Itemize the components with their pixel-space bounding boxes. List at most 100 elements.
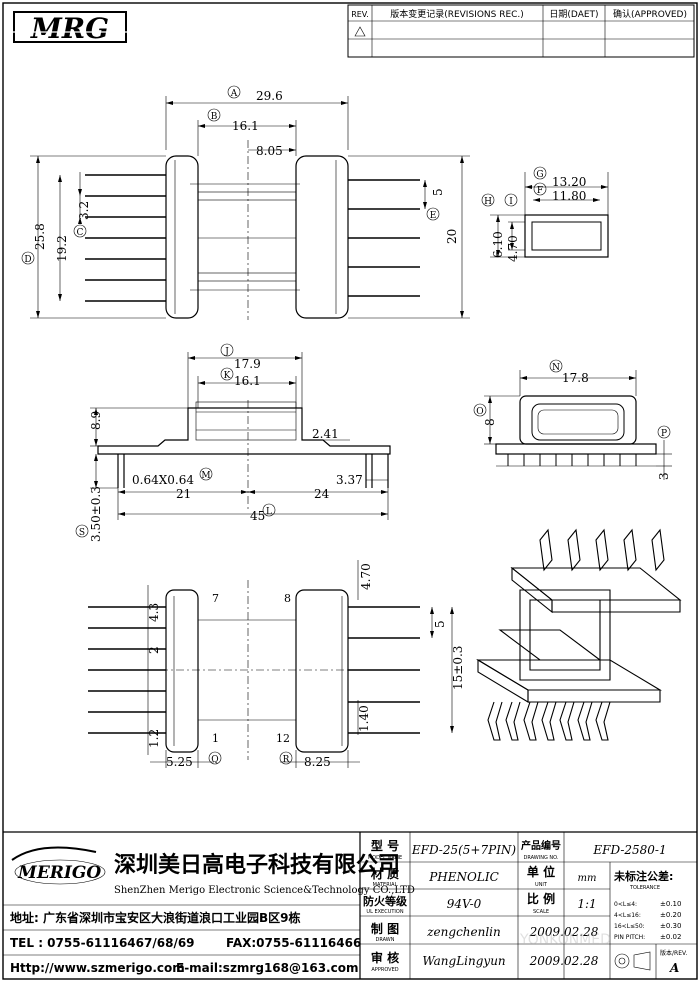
approved-label: 确认(APPROVED) xyxy=(613,8,687,20)
title-block: MERIGO 深圳美日高电子科技有限公司 ShenZhen Merigo Ele… xyxy=(3,831,697,979)
dim-24: 24 xyxy=(314,487,330,501)
dim-5-25: 5.25 xyxy=(166,755,193,769)
tolerance-range-2: 4<L≤16: xyxy=(614,912,641,919)
label-J: J xyxy=(224,347,229,357)
dim-4-70: 4.70 xyxy=(506,235,520,262)
label-O: O xyxy=(476,407,483,417)
revision-value: A xyxy=(669,961,679,975)
dim-5: 5 xyxy=(431,188,445,196)
dim-1-2: 1.2 xyxy=(147,729,161,748)
label-B: B xyxy=(211,112,218,122)
rev-label: REV. xyxy=(351,10,369,19)
company-address: 地址: 广东省深圳市宝安区大浪街道浪口工业园B区9栋 xyxy=(10,910,300,925)
watermark: YONKONMED xyxy=(519,932,611,948)
dim-5b: 5 xyxy=(433,620,447,628)
label-G: G xyxy=(536,170,543,180)
model-label-en: MODEL NAME xyxy=(368,855,402,861)
dim-0-64x0-64: 0.64X0.64 xyxy=(132,473,194,487)
dim-15: 15±0.3 xyxy=(451,646,465,690)
isometric-view xyxy=(476,528,682,741)
label-L: L xyxy=(266,507,272,517)
dim-20: 20 xyxy=(445,229,459,244)
dim-11-80: 11.80 xyxy=(552,189,586,203)
label-P: P xyxy=(661,429,667,439)
approved-label-en: APPROVED xyxy=(371,967,398,973)
pin-12-label: 12 xyxy=(276,732,290,745)
top-view: A 29.6 B 16.1 8.05 xyxy=(21,85,470,320)
dim-2: 2 xyxy=(147,646,161,654)
company-name-en: ShenZhen Merigo Electronic Science&Techn… xyxy=(114,885,415,896)
tolerance-label: 未标注公差: xyxy=(613,869,673,883)
label-M: M xyxy=(201,471,210,481)
dim-16-1: 16.1 xyxy=(232,119,259,133)
end-view: N 17.8 8 O P 3 xyxy=(473,359,672,480)
dim-3: 3 xyxy=(657,472,671,480)
dim-8-9: 8.9 xyxy=(89,411,103,430)
drawing-no-label-en: DRAWING NO. xyxy=(524,855,559,861)
dim-17-9: 17.9 xyxy=(234,357,261,371)
fire-rating-label-en: UL EXECUTION xyxy=(366,909,403,915)
unit-label: 单 位 xyxy=(527,864,555,879)
dim-19-2: 19.2 xyxy=(55,235,69,262)
date-label: 日期(DAET) xyxy=(549,9,598,20)
material-label-en: MATERIAL xyxy=(373,882,398,888)
unit-value: mm xyxy=(578,873,597,884)
triangle-icon xyxy=(354,26,366,37)
material-label: 材 质 xyxy=(370,866,399,881)
pin-7-label: 7 xyxy=(212,592,219,605)
window-view: G 13.20 F 11.80 6.10 H 4.70 I xyxy=(481,166,609,262)
company-fax: FAX:0755-61116466 xyxy=(226,936,361,950)
label-R: R xyxy=(283,755,290,765)
company-name-cn: 深圳美日高电子科技有限公司 xyxy=(114,852,400,878)
dim-1-40: 1.40 xyxy=(357,705,371,732)
projection-symbol xyxy=(614,951,651,971)
dim-8: 8 xyxy=(483,418,497,426)
dim-4-70: 4.70 xyxy=(359,563,373,590)
tolerance-value-2: ±0.20 xyxy=(660,911,681,919)
dim-3-50: 3.50±0.3 xyxy=(89,486,103,542)
scale-label-en: SCALE xyxy=(533,909,549,915)
label-F: F xyxy=(537,186,543,196)
tolerance-value-4: ±0.02 xyxy=(660,933,681,941)
label-K: K xyxy=(224,371,231,381)
unit-label-en: UNIT xyxy=(535,882,548,888)
dim-6-10: 6.10 xyxy=(491,231,505,258)
model-value: EFD-25(5+7PIN) xyxy=(411,843,517,857)
revision-table: REV. 版本变更记录(REVISIONS REC.) 日期(DAET) 确认(… xyxy=(347,4,695,58)
company-website: Http://www.szmerigo.com xyxy=(10,961,185,975)
drawn-value: zengchenlin xyxy=(426,925,501,939)
company-tel: TEL : 0755-61116467/68/69 xyxy=(10,936,195,950)
revision-label: 版本/REV. xyxy=(660,949,687,957)
pin-8-label: 8 xyxy=(284,592,291,605)
company-email: E-mail:szmrg168@163.com xyxy=(176,961,358,975)
dim-8-05: 8.05 xyxy=(256,144,283,158)
svg-text:MRG: MRG xyxy=(30,12,109,45)
label-Q: Q xyxy=(211,755,218,765)
dim-2-41: 2.41 xyxy=(312,427,339,441)
approved-label: 审 核 xyxy=(371,950,399,965)
tolerance-value-1: ±0.10 xyxy=(660,900,681,908)
drawing-no-label: 产品编号 xyxy=(521,839,561,852)
fire-rating-label: 防火等级 xyxy=(363,894,408,908)
dim-29-6: 29.6 xyxy=(256,89,283,103)
dim-4-3: 4.3 xyxy=(147,603,161,622)
label-E: E xyxy=(430,211,437,221)
dim-3-2: 3.2 xyxy=(77,201,91,220)
dim-13-20: 13.20 xyxy=(552,175,586,189)
label-D: D xyxy=(24,255,31,265)
tolerance-range-1: 0<L≤4: xyxy=(614,901,637,908)
bottom-view: 4.3 2 1.2 7 8 1 12 4.70 5 15±0.3 1.40 5.… xyxy=(88,560,465,769)
pin-1-label: 1 xyxy=(212,732,219,745)
label-I: I xyxy=(509,197,513,207)
scale-value: 1:1 xyxy=(577,897,596,911)
dim-8-25: 8.25 xyxy=(304,755,331,769)
approved-date: 2009.02.28 xyxy=(529,954,599,968)
tolerance-range-4: PIN PITCH: xyxy=(614,934,645,941)
label-C: C xyxy=(77,228,84,238)
dim-16-1b: 16.1 xyxy=(234,374,261,388)
label-H: H xyxy=(484,197,492,207)
fire-rating-value: 94V-0 xyxy=(447,897,482,911)
revision-record-label: 版本变更记录(REVISIONS REC.) xyxy=(390,8,524,20)
